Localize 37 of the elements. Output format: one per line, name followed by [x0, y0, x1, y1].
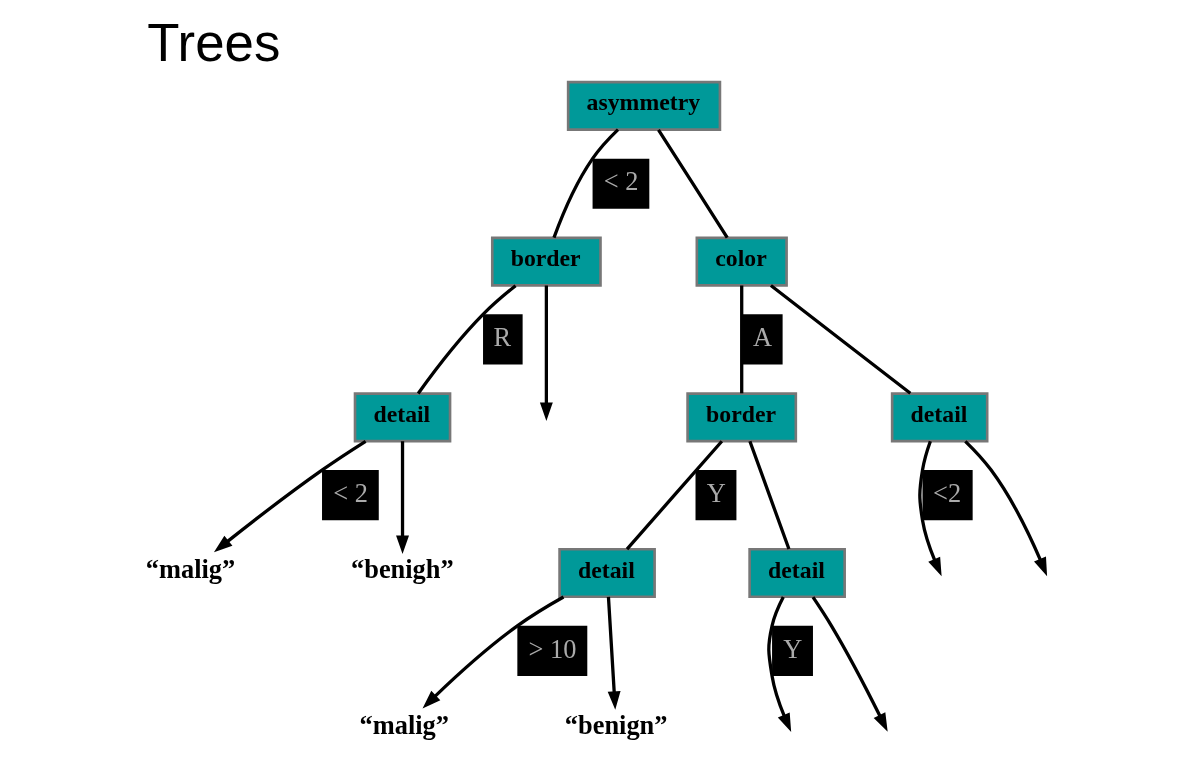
connector: [747, 440, 790, 550]
node-box: detail: [353, 392, 451, 443]
node-box: color: [695, 236, 788, 287]
connector: [656, 128, 729, 239]
arrow: [395, 441, 409, 555]
arrow: [917, 440, 942, 577]
arrow: [811, 596, 888, 732]
connector: [739, 285, 743, 394]
node-box: border: [685, 392, 797, 443]
arrow: [606, 596, 621, 710]
arrow: [213, 439, 366, 553]
connector: [551, 128, 619, 239]
arrow: [539, 285, 553, 421]
edge-label: < 2: [603, 166, 638, 197]
connector: [625, 440, 723, 551]
edge-label: <2: [932, 477, 961, 508]
arrow: [963, 440, 1047, 577]
edge-label: > 10: [528, 633, 576, 664]
node-box: border: [490, 236, 602, 287]
node-text: “malig”: [145, 554, 235, 585]
edge-label: A: [752, 322, 772, 353]
arrow: [766, 596, 791, 732]
edge-label: < 2: [332, 477, 368, 508]
connector: [416, 284, 517, 395]
diagram-title: Trees: [146, 12, 280, 72]
node-box: detail: [890, 392, 988, 443]
node-box: detail: [557, 547, 656, 599]
node-text: “benign”: [564, 710, 667, 741]
node-text: “benigh”: [350, 554, 454, 585]
node-box: asymmetry: [566, 80, 721, 131]
arrow: [422, 595, 564, 709]
edge-label: R: [493, 322, 511, 353]
connector: [769, 284, 911, 395]
edge-label: Y: [782, 633, 802, 664]
node-text: “malig”: [359, 710, 449, 741]
node-box: detail: [747, 547, 846, 599]
edge-label: Y: [706, 477, 726, 508]
